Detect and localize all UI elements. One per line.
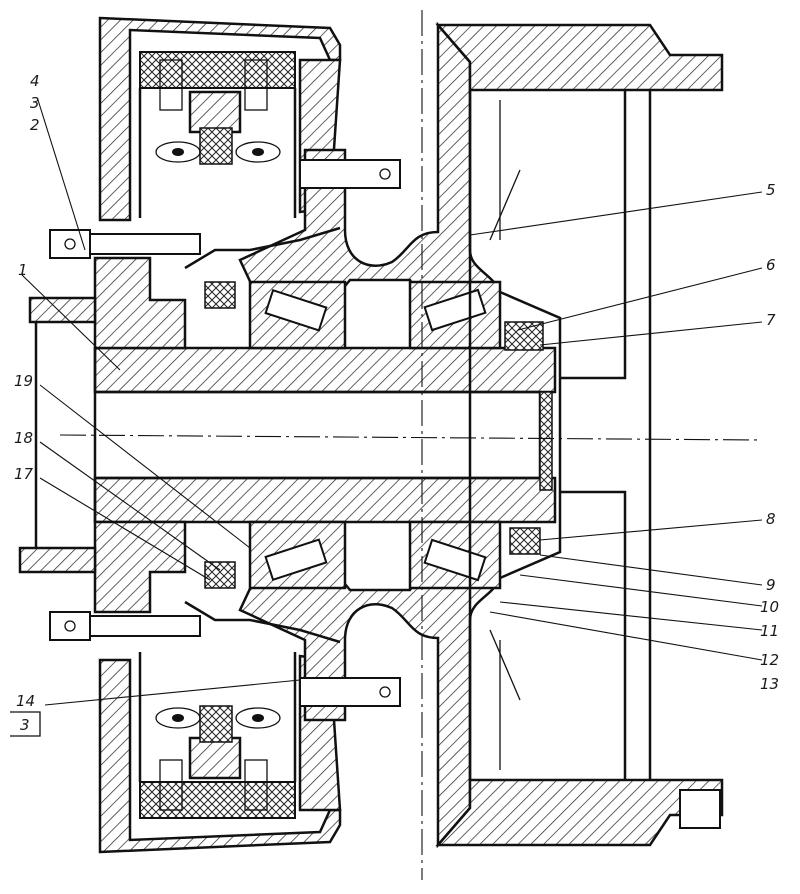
callout-2: 2 [30, 116, 40, 134]
callout-18: 18 [14, 429, 33, 447]
callout-3: 3 [30, 94, 40, 112]
callout-labels: 4 3 2 1 5 6 7 19 18 17 8 9 10 11 12 13 1… [14, 72, 779, 734]
callout-19: 19 [14, 372, 33, 390]
callout-12: 12 [760, 651, 779, 669]
callout-17: 17 [14, 465, 34, 483]
callout-5: 5 [766, 181, 776, 199]
callout-1: 1 [18, 261, 28, 279]
callout-13: 13 [760, 675, 779, 693]
right-housing [435, 23, 724, 847]
leader-lines [10, 99, 763, 737]
tapered-roller-bearings [248, 280, 502, 590]
callout-11: 11 [760, 622, 779, 640]
callout-14: 14 [16, 692, 35, 710]
center-lines [59, 10, 761, 880]
seals-and-rings [184, 226, 562, 644]
callout-8: 8 [766, 510, 776, 528]
callout-7: 7 [766, 311, 776, 329]
left-flange-hub [18, 256, 187, 614]
callout-10: 10 [760, 598, 779, 616]
callout-4: 4 [30, 72, 40, 90]
callout-9: 9 [766, 576, 776, 594]
callout-6: 6 [766, 256, 776, 274]
callout-3-boxed: 3 [20, 716, 30, 734]
shaft [93, 346, 557, 524]
bolts [49, 159, 401, 707]
